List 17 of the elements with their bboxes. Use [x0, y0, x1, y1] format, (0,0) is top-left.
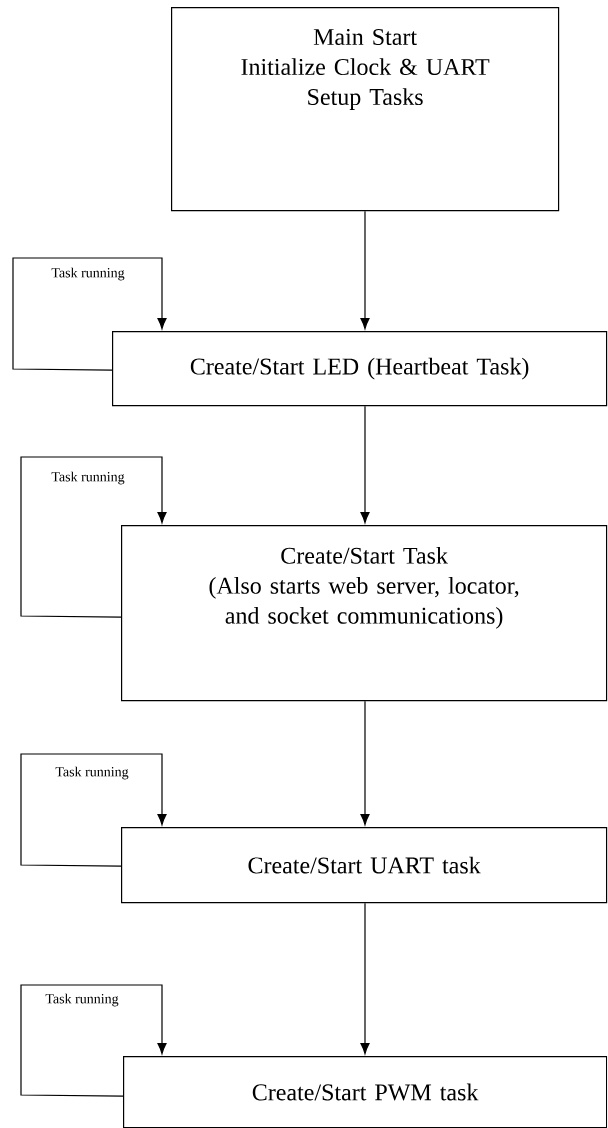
- process-box: Main Start Initialize Clock & UART Setup Tasks: [171, 7, 560, 212]
- loop-arrow: [12, 257, 167, 371]
- edge-label: Task running: [51, 267, 125, 281]
- arrow: [360, 700, 370, 826]
- arrow: [360, 210, 370, 330]
- arrow: [360, 405, 370, 524]
- process-box: Create/Start UART task: [121, 827, 608, 904]
- loop-arrow: [20, 753, 167, 867]
- edge-label: Task running: [45, 993, 119, 1007]
- process-box: Create/Start Task (Also starts web server, locator, and socket communications): [121, 525, 608, 702]
- loop-arrow: [20, 984, 167, 1097]
- loop-arrow: [20, 456, 167, 618]
- arrow: [360, 902, 370, 1055]
- edge-label: Task running: [55, 766, 129, 780]
- edge-label: Task running: [51, 471, 125, 485]
- process-box: Create/Start PWM task: [123, 1056, 608, 1128]
- process-box: Create/Start LED (Heartbeat Task): [112, 331, 608, 407]
